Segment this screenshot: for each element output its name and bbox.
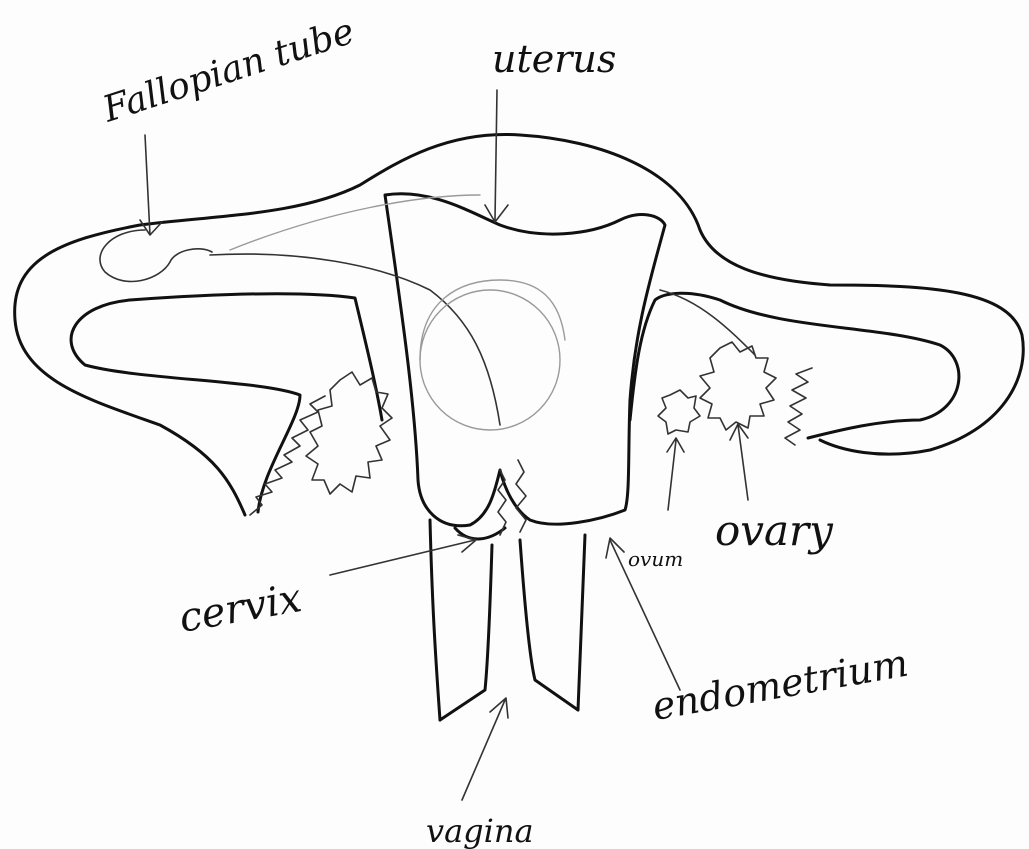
label-ovary: ovary — [715, 506, 834, 555]
left-tube-loop — [100, 230, 212, 281]
vagina-canal-right — [520, 540, 578, 710]
vagina-canal-left — [440, 545, 492, 720]
ovary-arrow — [730, 424, 748, 500]
cervix-arrow — [330, 535, 476, 575]
left-tube-canal — [210, 254, 500, 425]
pencil-circle — [420, 290, 560, 430]
label-cervix: cervix — [176, 575, 305, 642]
label-vagina: vagina — [426, 812, 534, 849]
vagina-right-wall — [578, 535, 585, 710]
cervix-shape — [455, 528, 505, 539]
ovum-arrow — [667, 438, 684, 510]
right-ovary — [700, 342, 776, 430]
label-ovum: ovum — [628, 547, 683, 571]
fallopian-tube-arrow — [140, 135, 162, 235]
label-uterus: uterus — [492, 37, 616, 81]
ovum — [658, 390, 700, 434]
right-fimbriae-scribble — [785, 368, 812, 445]
uterus-arrow — [485, 90, 508, 222]
label-fallopian-tube: Fallopian tube — [97, 11, 359, 131]
uterine-cavity — [385, 194, 665, 526]
right-tube-inner-outline — [630, 293, 959, 438]
label-endometrium: endometrium — [649, 641, 912, 729]
left-ovary — [306, 372, 392, 494]
cervix-zigzag-right — [516, 460, 526, 532]
right-tube-canal — [660, 290, 755, 355]
pencil-guide-line — [230, 195, 480, 250]
vagina-arrow — [462, 698, 508, 800]
uterus-outer-outline — [15, 134, 1024, 515]
pencil-arc — [420, 280, 565, 360]
